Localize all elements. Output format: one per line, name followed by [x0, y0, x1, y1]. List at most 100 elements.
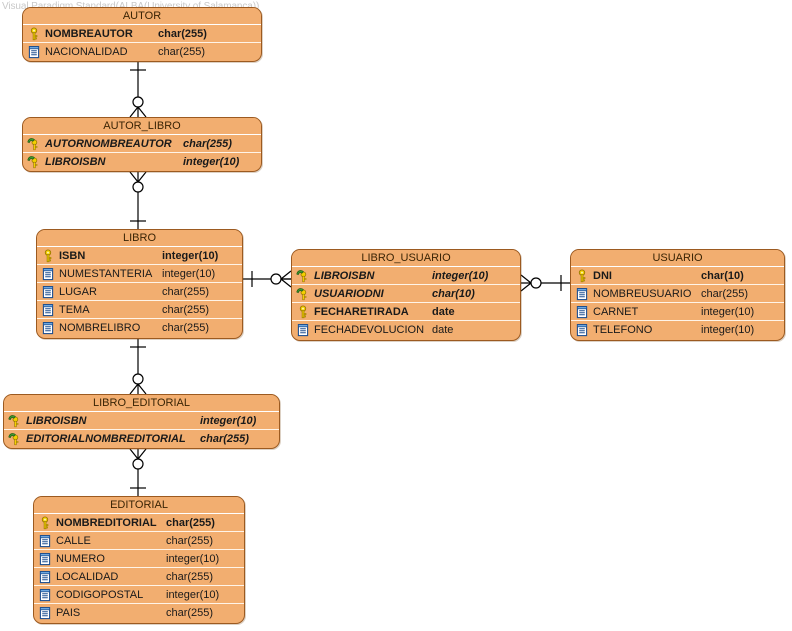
attribute-name: LUGAR — [59, 285, 97, 298]
attribute-name: LIBROISBN — [45, 156, 106, 168]
attribute-name: USUARIODNI — [314, 287, 384, 300]
column-icon — [41, 303, 55, 317]
attribute-name: AUTORNOMBREAUTOR — [45, 137, 172, 150]
column-icon — [41, 285, 55, 299]
attribute-row[interactable]: LUGAR char(255) — [37, 283, 242, 301]
attribute-name: FECHADEVOLUCION — [314, 324, 425, 336]
attribute-name: DNI — [593, 269, 612, 282]
attribute-type: integer(10) — [166, 588, 220, 601]
attribute-type: char(255) — [162, 303, 210, 316]
attribute-type: integer(10) — [162, 249, 219, 262]
attribute-type: char(255) — [158, 27, 207, 40]
column-icon — [41, 321, 55, 335]
attribute-list: NOMBREAUTOR char(255) NACIONALIDAD char(255… — [23, 25, 261, 61]
column-icon — [38, 606, 52, 620]
attribute-type: char(255) — [162, 322, 210, 334]
attribute-name: NOMBREUSUARIO — [593, 287, 692, 300]
connector-librousuario-usuario — [520, 274, 570, 292]
attribute-name: EDITORIALNOMBREDITORIAL — [26, 433, 186, 445]
attribute-type: date — [432, 324, 454, 336]
attribute-row[interactable]: LOCALIDAD char(255) — [34, 568, 244, 586]
column-icon — [41, 267, 55, 281]
connector-autor-autorlibro — [129, 62, 147, 118]
column-icon — [575, 287, 589, 301]
entity-title-usuario: USUARIO — [571, 250, 784, 267]
attribute-type: char(255) — [162, 285, 210, 298]
foreign-key-icon — [8, 414, 22, 428]
key-icon — [41, 248, 55, 263]
attribute-name: NUMESTANTERIA — [59, 267, 153, 280]
attribute-type: integer(10) — [166, 552, 220, 565]
attribute-name: TELEFONO — [593, 324, 653, 336]
attribute-name: NUMERO — [56, 552, 105, 565]
attribute-name: NOMBREAUTOR — [45, 27, 133, 40]
connector-autorlibro-libro — [129, 171, 147, 229]
column-icon — [296, 323, 310, 337]
attribute-row[interactable]: FECHADEVOLUCION date — [292, 321, 520, 339]
attribute-type: char(255) — [166, 570, 214, 583]
attribute-row[interactable]: ISBN integer(10) — [37, 247, 242, 265]
key-icon — [38, 515, 52, 530]
attribute-name: NACIONALIDAD — [45, 46, 128, 58]
connector-libroeditorial-editorial — [129, 448, 147, 496]
attribute-type: char(10) — [701, 269, 744, 282]
attribute-row[interactable]: USUARIODNI char(10) — [292, 285, 520, 303]
attribute-type: char(255) — [166, 516, 215, 529]
attribute-type: char(255) — [158, 46, 206, 58]
attribute-row[interactable]: NUMERO integer(10) — [34, 550, 244, 568]
attribute-row[interactable]: TELEFONO integer(10) — [571, 321, 784, 339]
foreign-key-icon — [27, 137, 41, 151]
key-icon — [575, 268, 589, 283]
attribute-name: ISBN — [59, 249, 86, 262]
entity-title-libro: LIBRO — [37, 230, 242, 247]
attribute-type: char(255) — [166, 534, 214, 547]
attribute-row[interactable]: NACIONALIDAD char(255) — [23, 43, 261, 61]
key-icon — [27, 26, 41, 41]
foreign-key-icon — [8, 432, 22, 446]
attribute-type: integer(10) — [432, 269, 489, 282]
foreign-key-icon — [27, 155, 41, 169]
column-icon — [38, 588, 52, 602]
entity-title-editorial: EDITORIAL — [34, 497, 244, 514]
column-icon — [38, 552, 52, 566]
attribute-row[interactable]: NOMBREAUTOR char(255) — [23, 25, 261, 43]
attribute-name: LOCALIDAD — [56, 570, 119, 583]
column-icon — [575, 305, 589, 319]
attribute-type: integer(10) — [701, 324, 755, 336]
attribute-row[interactable]: DNI char(10) — [571, 267, 784, 285]
entity-title-libro_editorial: LIBRO_EDITORIAL — [4, 395, 279, 412]
attribute-type: char(10) — [432, 287, 475, 300]
entity-title-libro_usuario: LIBRO_USUARIO — [292, 250, 520, 267]
attribute-type: date — [432, 305, 455, 318]
connector-libro-libroeditorial — [129, 339, 147, 395]
entity-title-autor_libro: AUTOR_LIBRO — [23, 118, 261, 135]
attribute-name: CARNET — [593, 305, 639, 318]
